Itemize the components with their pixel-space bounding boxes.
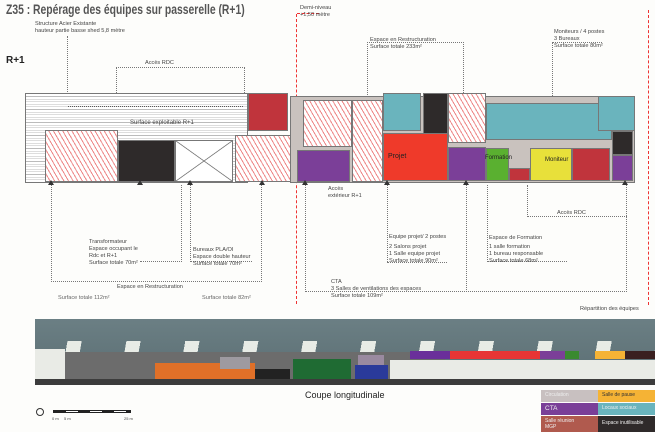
acces-rdc-left: Accès RDC	[145, 60, 174, 66]
cta-2	[448, 147, 486, 181]
surface-exploitable-label: Surface exploitable R+1	[130, 120, 194, 126]
bureaux-pla-block	[175, 140, 233, 182]
north-icon	[36, 408, 44, 416]
locaux-sociaux-2	[598, 96, 635, 131]
reunion-zone	[572, 148, 610, 181]
moniteurs-offices	[486, 103, 612, 140]
repartition-label: Répartition des équipes	[580, 306, 639, 312]
legend-salle-pause: Salle de pause	[598, 390, 655, 402]
transformateur-block	[118, 140, 175, 182]
restructuration-bottom-right: Surface totale 82m²	[202, 295, 251, 301]
projet-label: Projet	[388, 153, 407, 160]
projet-zone	[383, 133, 448, 181]
level-label: R+1	[6, 55, 25, 66]
demi-niveau-arrow	[297, 13, 319, 14]
restructuration-left	[45, 130, 118, 182]
restructuration-bottom-left: Surface totale 112m²	[58, 295, 110, 301]
section-title: Coupe longitudinale	[305, 390, 385, 400]
locaux-sociaux-1	[383, 93, 421, 131]
scale-label-5: 5 m	[64, 416, 71, 421]
black-zone-2	[612, 131, 633, 155]
page-title: Z35 : Repérage des équipes sur passerell…	[6, 1, 245, 17]
formation-zone	[486, 148, 509, 181]
formation-label: Formation	[485, 155, 513, 161]
red-zone-1	[248, 93, 288, 131]
cta-1	[297, 150, 350, 182]
demi-niveau-label: Demi-niveau+1,50 mètre	[300, 5, 332, 18]
moniteur-zone	[530, 148, 572, 181]
moniteur-label: Moniteur	[545, 157, 569, 163]
restructuration-233c	[448, 93, 486, 143]
legend-espace-inutilisable: Espace inutilisable	[598, 416, 655, 432]
reunion-small	[509, 168, 530, 181]
longitudinal-section	[35, 319, 655, 385]
restructuration-233b	[352, 100, 383, 182]
legend-circulation: Circulation	[541, 390, 599, 402]
scale-label-25: 25 m	[124, 416, 133, 421]
legend-cta: CTA	[541, 403, 599, 415]
legend-locaux-sociaux: Locaux sociaux	[598, 403, 655, 415]
restructuration-bottom-label: Espace en Restructuration	[117, 284, 183, 290]
restructuration-82	[235, 135, 293, 182]
right-limit-line	[648, 10, 649, 305]
restructuration-233a	[303, 100, 352, 147]
acces-rdc-right: Accès RDC	[557, 210, 586, 216]
cta-3	[612, 155, 633, 181]
scale-bar	[53, 410, 131, 413]
scale-label-0: 0 m	[52, 416, 59, 421]
